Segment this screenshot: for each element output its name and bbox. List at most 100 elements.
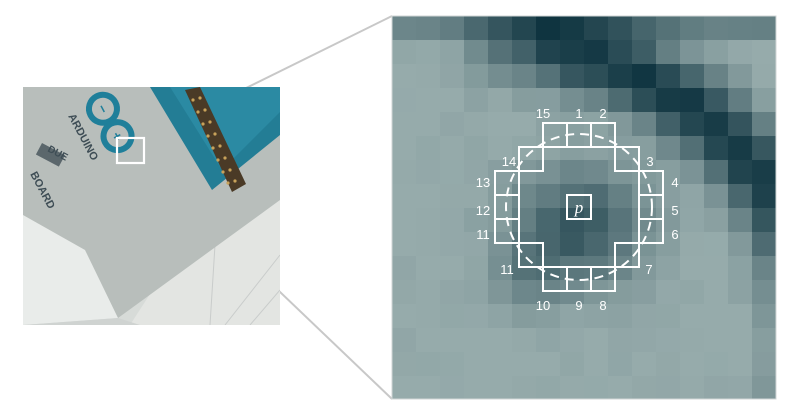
zoom-pixel [584, 160, 608, 184]
zoom-pixel [608, 40, 632, 64]
zoom-pixel [416, 112, 440, 136]
zoom-pixel [752, 280, 776, 304]
neighbor-label: 4 [671, 175, 678, 190]
zoom-pixel [632, 16, 656, 40]
zoom-pixel [512, 328, 536, 352]
zoom-pixel [680, 160, 704, 184]
zoom-pixel [704, 64, 728, 88]
zoom-pixel [728, 64, 752, 88]
zoom-pixel [392, 112, 416, 136]
board-photo: − + ARDUINO DUE BOARD [23, 87, 280, 325]
neighbor-label: 14 [502, 154, 516, 169]
zoom-pixel [536, 304, 560, 328]
zoom-pixel [392, 64, 416, 88]
zoom-pixel [728, 352, 752, 376]
zoom-pixel [464, 352, 488, 376]
zoom-pixel [392, 184, 416, 208]
zoom-pixel [680, 40, 704, 64]
zoom-pixel [512, 376, 536, 399]
zoom-pixel [704, 376, 728, 399]
zoom-pixel [416, 328, 440, 352]
center-pixel-box [566, 194, 592, 220]
zoom-pixel [392, 88, 416, 112]
zoom-pixel [752, 184, 776, 208]
zoom-pixel [488, 112, 512, 136]
zoom-pixel [392, 352, 416, 376]
zoom-pixel [584, 88, 608, 112]
neighbor-box [518, 146, 544, 172]
zoom-pixel [584, 304, 608, 328]
zoom-pixel [416, 352, 440, 376]
zoom-panel [392, 16, 776, 399]
zoom-pixel [440, 160, 464, 184]
zoom-pixel [488, 304, 512, 328]
zoom-pixel [440, 256, 464, 280]
center-pixel-label: p [574, 198, 584, 217]
zoom-pixel [392, 376, 416, 399]
neighbor-box [638, 218, 664, 244]
zoom-pixel [752, 376, 776, 399]
zoom-pixel [464, 304, 488, 328]
zoom-pixel [728, 40, 752, 64]
zoom-pixel [392, 160, 416, 184]
zoom-pixel [512, 352, 536, 376]
zoom-pixel [512, 16, 536, 40]
zoom-pixel [440, 352, 464, 376]
zoom-pixel [752, 328, 776, 352]
zoom-pixel [656, 88, 680, 112]
zoom-pixel [464, 232, 488, 256]
zoom-pixel [704, 184, 728, 208]
zoom-pixel [464, 184, 488, 208]
zoom-pixel [632, 112, 656, 136]
zoom-pixel [704, 160, 728, 184]
neighbor-box [494, 170, 520, 196]
zoom-pixel [680, 304, 704, 328]
zoom-pixel [392, 256, 416, 280]
neighbor-box [614, 146, 640, 172]
zoom-pixel [608, 184, 632, 208]
zoom-pixel [608, 64, 632, 88]
zoom-pixel [752, 232, 776, 256]
zoom-pixel [608, 16, 632, 40]
zoom-pixel [560, 88, 584, 112]
zoom-pixel [752, 208, 776, 232]
neighbor-label: 9 [575, 298, 582, 313]
zoom-pixel [464, 280, 488, 304]
zoom-pixel [728, 328, 752, 352]
neighbor-label: 11 [476, 227, 490, 242]
zoom-pixel [584, 40, 608, 64]
zoom-pixel [584, 328, 608, 352]
zoom-pixel [464, 256, 488, 280]
zoom-pixel [680, 136, 704, 160]
zoom-pixel [416, 64, 440, 88]
zoom-pixel [440, 88, 464, 112]
zoom-pixel [392, 16, 416, 40]
zoom-pixel [488, 16, 512, 40]
zoom-pixel [656, 376, 680, 399]
zoom-pixel [392, 280, 416, 304]
neighbor-label: 11 [500, 262, 514, 277]
zoom-pixel [416, 232, 440, 256]
zoom-pixel [512, 304, 536, 328]
neighbor-label: 3 [646, 154, 653, 169]
zoom-pixel [752, 352, 776, 376]
zoom-pixel [656, 304, 680, 328]
zoom-pixel [464, 136, 488, 160]
zoom-pixel [704, 280, 728, 304]
zoom-pixel [512, 280, 536, 304]
zoom-pixel [416, 304, 440, 328]
zoom-pixel [656, 40, 680, 64]
zoom-pixel [728, 232, 752, 256]
zoom-pixel [704, 304, 728, 328]
arduino-logo-icon: − + [85, 91, 135, 154]
neighbor-label: 8 [599, 298, 606, 313]
zoom-pixel [512, 112, 536, 136]
zoom-pixel [728, 280, 752, 304]
zoom-pixel [488, 376, 512, 399]
zoom-pixel [440, 376, 464, 399]
neighbor-box [542, 266, 568, 292]
zoom-pixel [488, 280, 512, 304]
